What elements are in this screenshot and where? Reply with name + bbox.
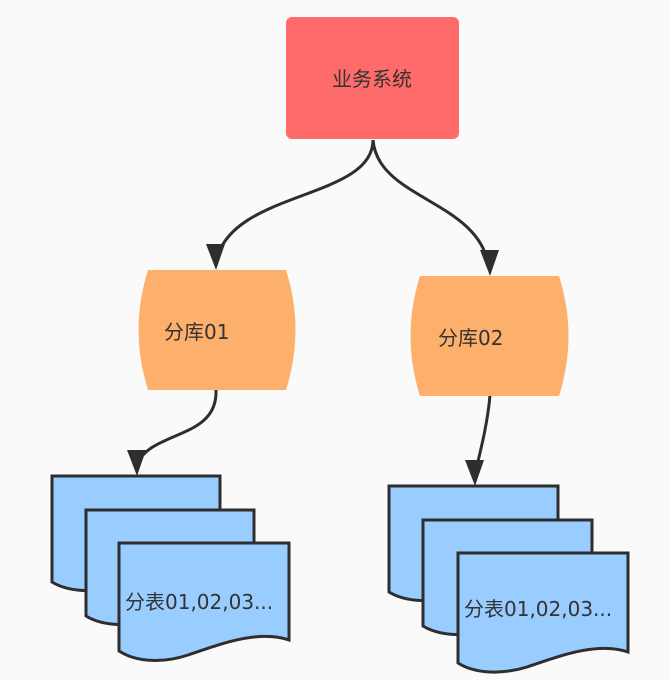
- table-01-label: 分表01,02,03...: [125, 590, 273, 614]
- arrowhead-db02: [480, 250, 499, 276]
- connector-db01-to-tables: [135, 389, 218, 466]
- database-01-label: 分库01: [164, 320, 229, 344]
- arrowhead-tables02: [465, 460, 484, 486]
- table-stack-01: 分表01,02,03...: [50, 474, 291, 662]
- arrowhead-db01: [206, 244, 225, 270]
- table-02-doc-front: [456, 551, 630, 674]
- connector-root-to-db02: [371, 139, 491, 269]
- database-node-02: 分库02: [410, 276, 569, 396]
- database-02-label: 分库02: [438, 326, 503, 350]
- database-01-shape: [138, 270, 296, 390]
- table-stack-02: 分表01,02,03...: [387, 484, 630, 674]
- database-02-shape: [410, 276, 569, 396]
- database-node-01: 分库01: [138, 270, 296, 390]
- root-node-label: 业务系统: [332, 67, 412, 91]
- connector-root-to-db01: [214, 139, 375, 263]
- connectors: [127, 139, 499, 486]
- table-01-doc-front: [117, 541, 291, 662]
- table-02-label: 分表01,02,03...: [464, 597, 612, 621]
- root-node: 业务系统: [286, 17, 459, 139]
- arrowhead-tables01: [127, 450, 146, 476]
- root-node-box: [286, 17, 459, 139]
